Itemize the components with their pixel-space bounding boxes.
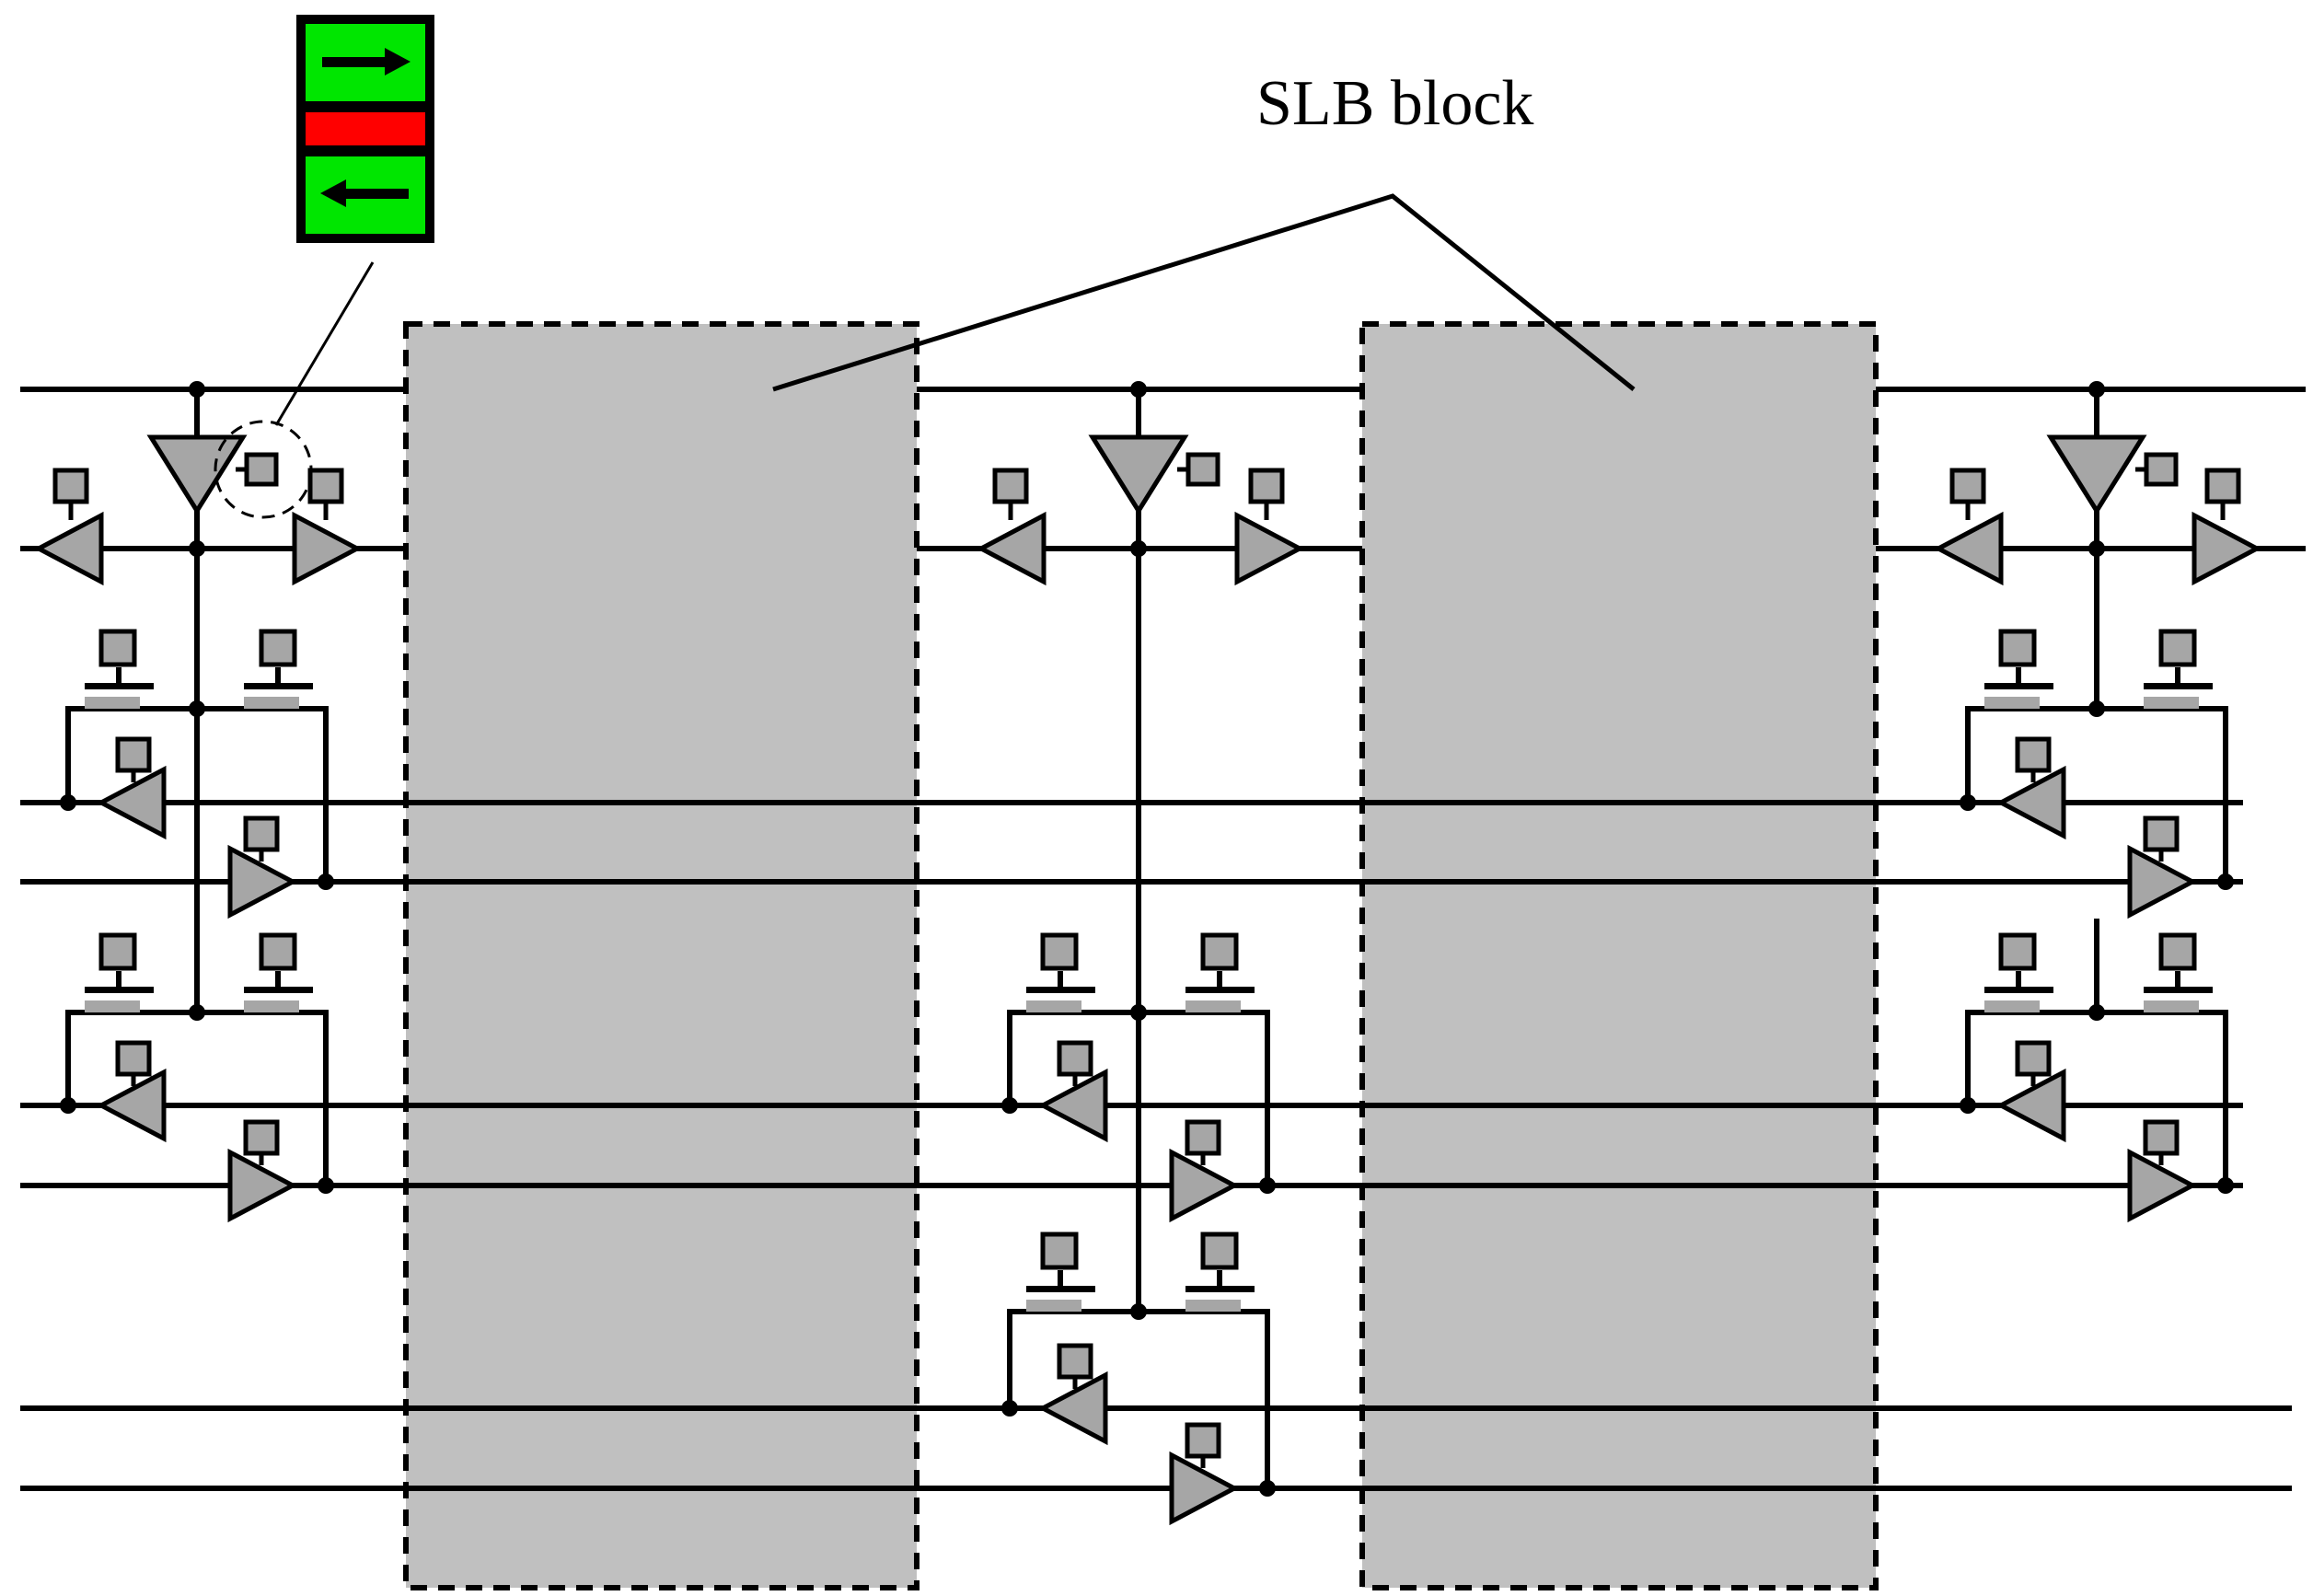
- legend-pointer-line: [274, 261, 375, 426]
- switch-cells: [60, 629, 2234, 1526]
- top-vertical-buffers: [146, 434, 2179, 515]
- switch-cell-left-lower: [60, 932, 334, 1223]
- slb-block-label: SLB block: [1256, 68, 1533, 139]
- switch-cell-left-upper: [60, 629, 334, 919]
- config-cell-legend: [214, 15, 434, 519]
- switch-cell-mid-lower: [1001, 1232, 1276, 1526]
- arrow-right-icon: [322, 48, 411, 75]
- switch-cell-right-upper: [1960, 629, 2234, 919]
- switch-cell-mid-upper: [1001, 932, 1276, 1223]
- arrow-left-icon: [320, 179, 409, 207]
- switch-cell-right-lower: [1960, 932, 2234, 1223]
- slb-block-left: [403, 321, 919, 1590]
- track-2-buffers: [33, 468, 2262, 586]
- junction-dots: [189, 381, 2105, 557]
- slb-block-right: [1359, 321, 1879, 1590]
- slb-label-leader: [772, 193, 1636, 392]
- legend-callout-circle: [214, 420, 313, 519]
